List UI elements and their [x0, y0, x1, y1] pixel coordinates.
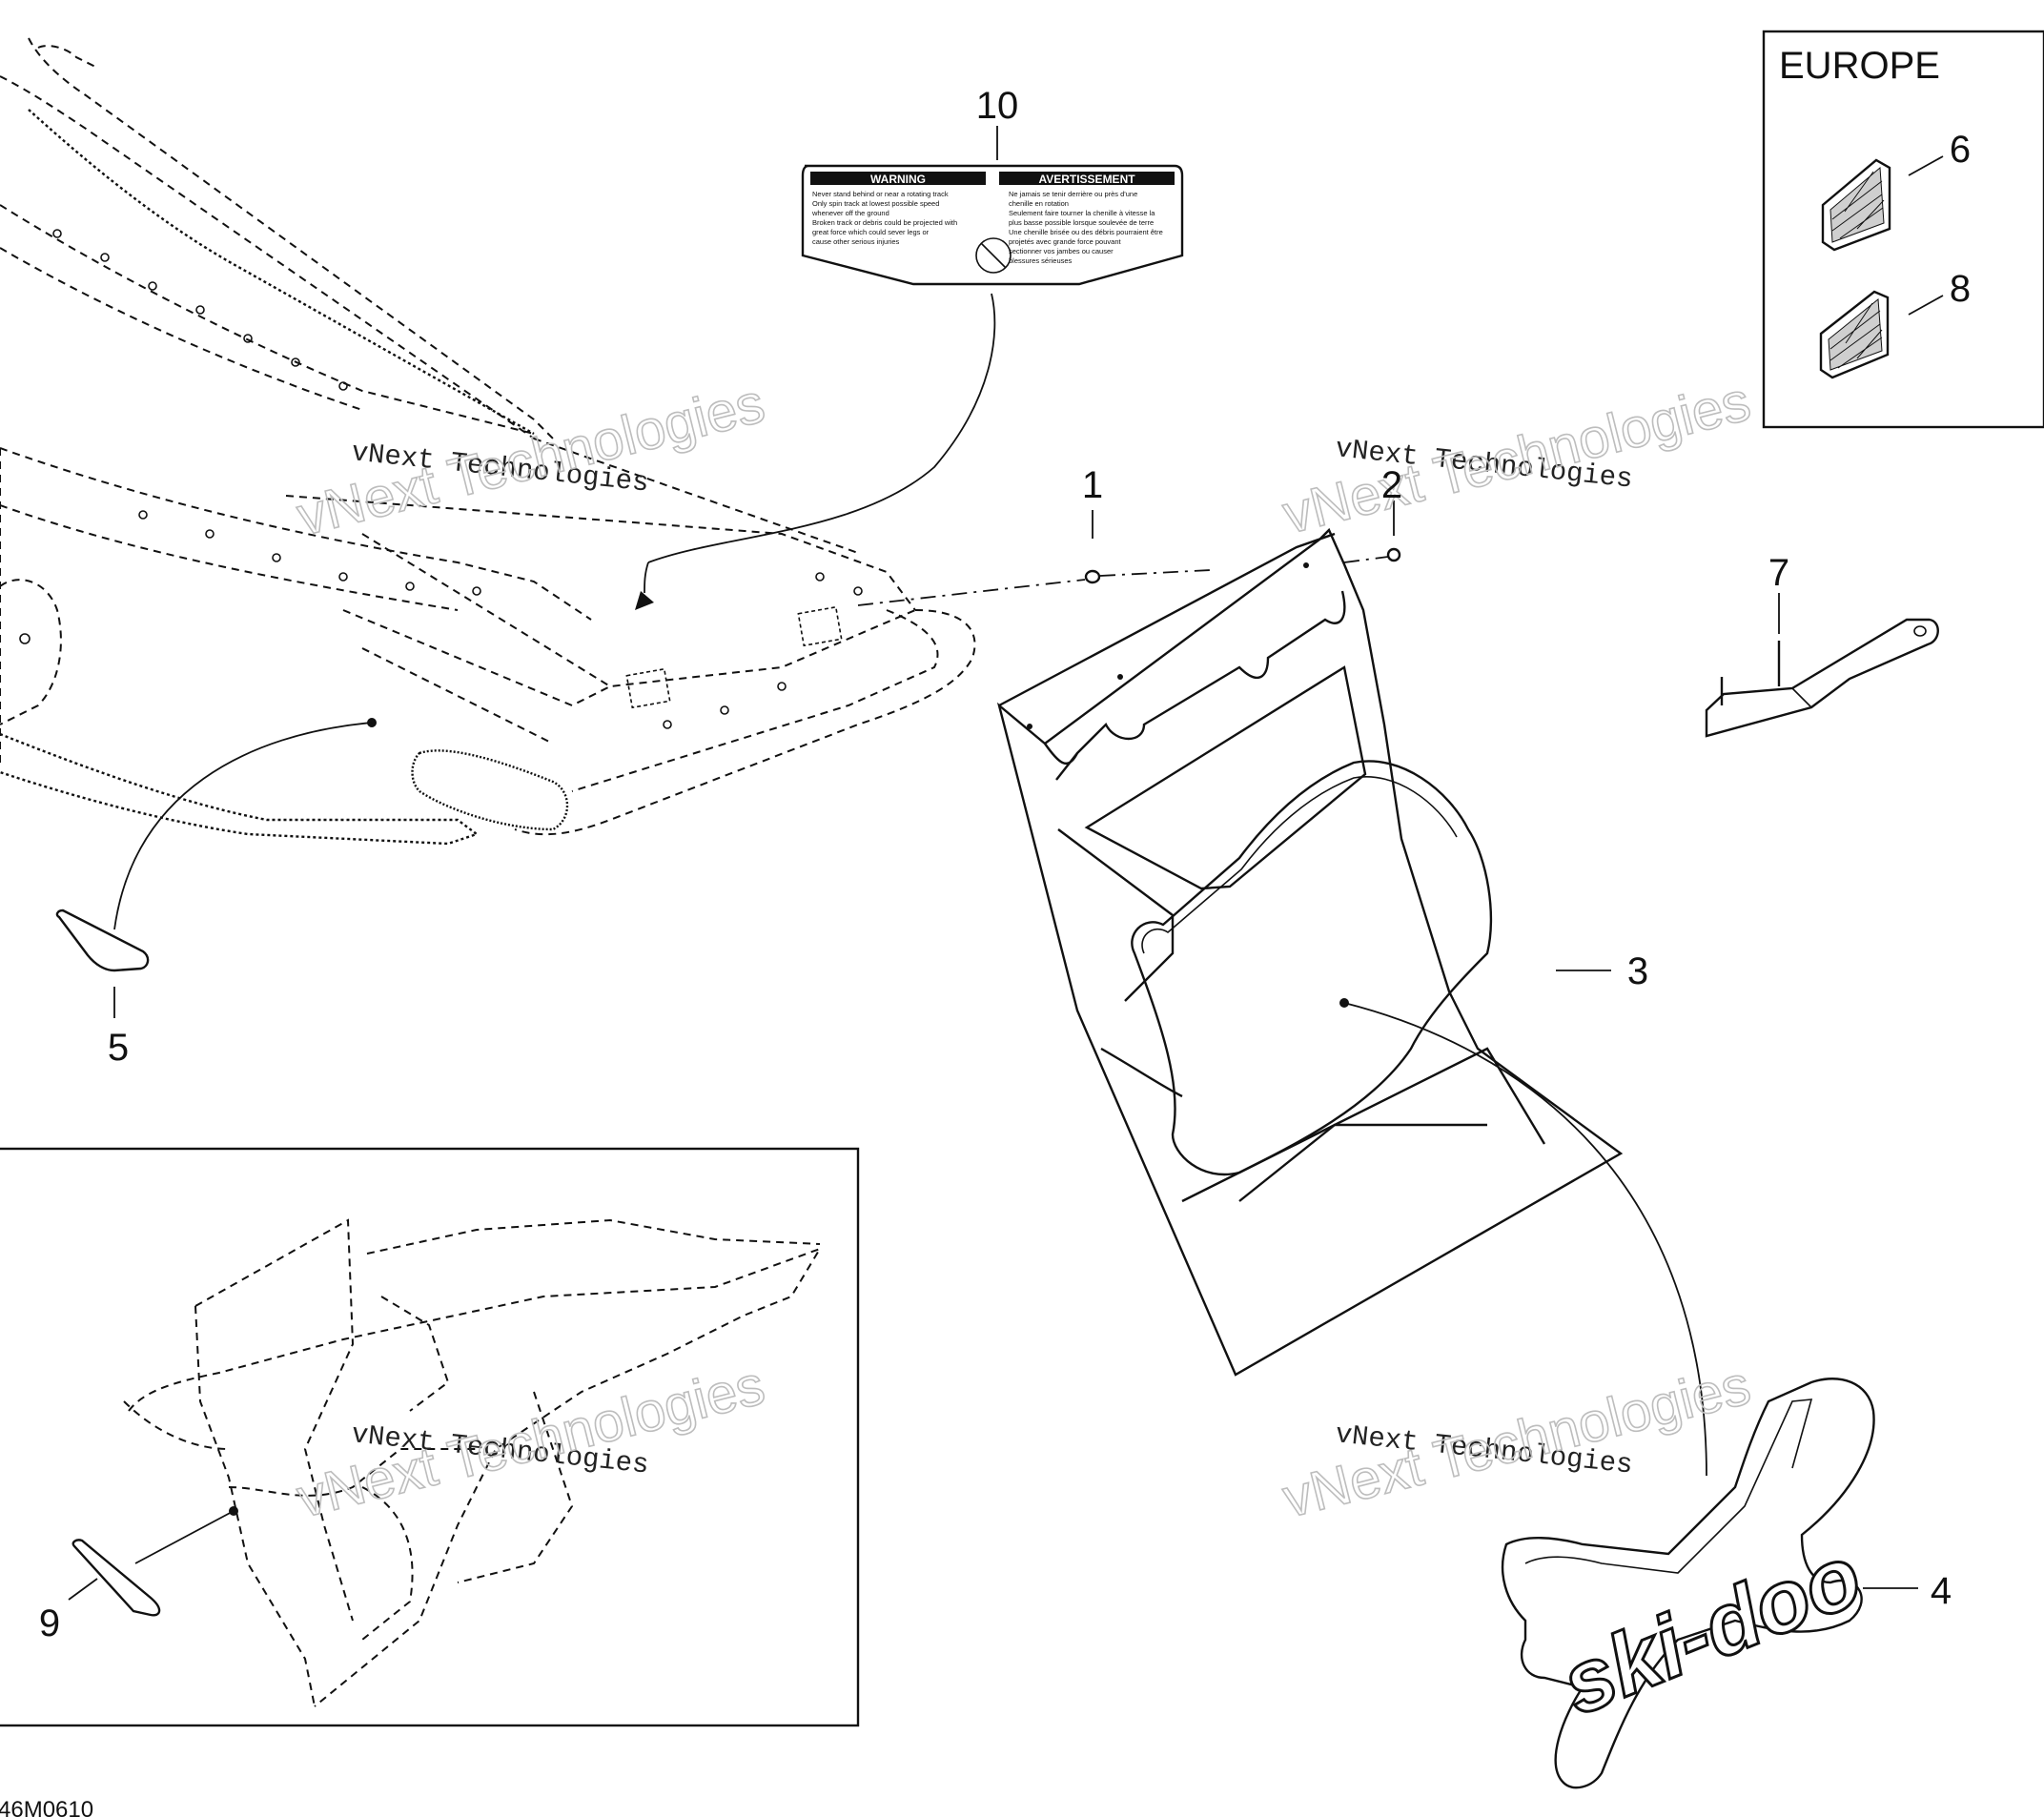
warning-label-right-text: Ne jamais se tenir derrière ou près d'un… [1009, 190, 1163, 265]
part-5-drawing [55, 718, 377, 1018]
watermark-1: vNext Technologies vNext Technologies [291, 371, 771, 548]
callout-2: 2 [1381, 464, 1402, 506]
warning-label-right-line: blessures sérieuses [1009, 256, 1073, 265]
inset-box-drawing [0, 1147, 860, 1727]
callout-1: 1 [1082, 464, 1103, 506]
warning-label-right-header: AVERTISSEMENT [1038, 173, 1135, 186]
watermark-4: vNext Technologies vNext Technologies [1277, 1353, 1757, 1530]
fasteners-1-2-drawing [857, 500, 1401, 606]
callout-7: 7 [1768, 552, 1789, 594]
callout-9: 9 [39, 1603, 60, 1644]
bracket-7-drawing [1705, 593, 1939, 738]
warning-label-left-line: Broken track or debris could be projecte… [812, 218, 957, 227]
warning-label-right-line: projetés avec grande force pouvant [1009, 237, 1121, 246]
europe-box-title: EUROPE [1779, 45, 1940, 87]
tunnel-assembly-drawing [0, 37, 976, 846]
europe-box [1762, 30, 2044, 429]
warning-label-right-line: plus basse possible lorsque soulevée de … [1009, 218, 1154, 227]
callout-5: 5 [108, 1027, 129, 1069]
warning-label-left-line: great force which could sever legs or [812, 228, 930, 236]
warning-label-left-line: Only spin track at lowest possible speed [812, 199, 939, 208]
callout-4: 4 [1931, 1570, 1952, 1612]
warning-label-right-line: sectionner vos jambes ou causer [1009, 247, 1114, 255]
mudflap-drawing [996, 527, 1624, 1377]
figure-code: 46M0610 [0, 1797, 93, 1817]
callout-10: 10 [976, 85, 1019, 127]
warning-label-left-line: whenever off the ground [811, 209, 889, 217]
callout-8: 8 [1950, 268, 1971, 310]
warning-label-right-line: Une chenille brisée ou des débris pourra… [1009, 228, 1163, 236]
warning-label-left-text: Never stand behind or near a rotating tr… [811, 190, 957, 246]
warning-label-right-line: Seulement faire tourner la chenille à vi… [1009, 209, 1155, 217]
skidoo-logo-text: ski-doo [1549, 1527, 1875, 1734]
warning-label-left-line: cause other serious injuries [812, 237, 900, 246]
watermark-3: vNext Technologies vNext Technologies [291, 1353, 771, 1530]
warning-label-left-line: Never stand behind or near a rotating tr… [812, 190, 949, 198]
watermark-2: vNext Technologies vNext Technologies [1277, 369, 1757, 546]
warning-label-right-line: Ne jamais se tenir derrière ou près d'un… [1009, 190, 1137, 198]
callout-6: 6 [1950, 129, 1971, 171]
warning-label-drawing: WARNING AVERTISSEMENT Never stand behind… [635, 126, 1184, 610]
warning-label-left-header: WARNING [870, 173, 926, 186]
callout-3: 3 [1627, 950, 1648, 992]
warning-label-right-line: chenille en rotation [1009, 199, 1069, 208]
